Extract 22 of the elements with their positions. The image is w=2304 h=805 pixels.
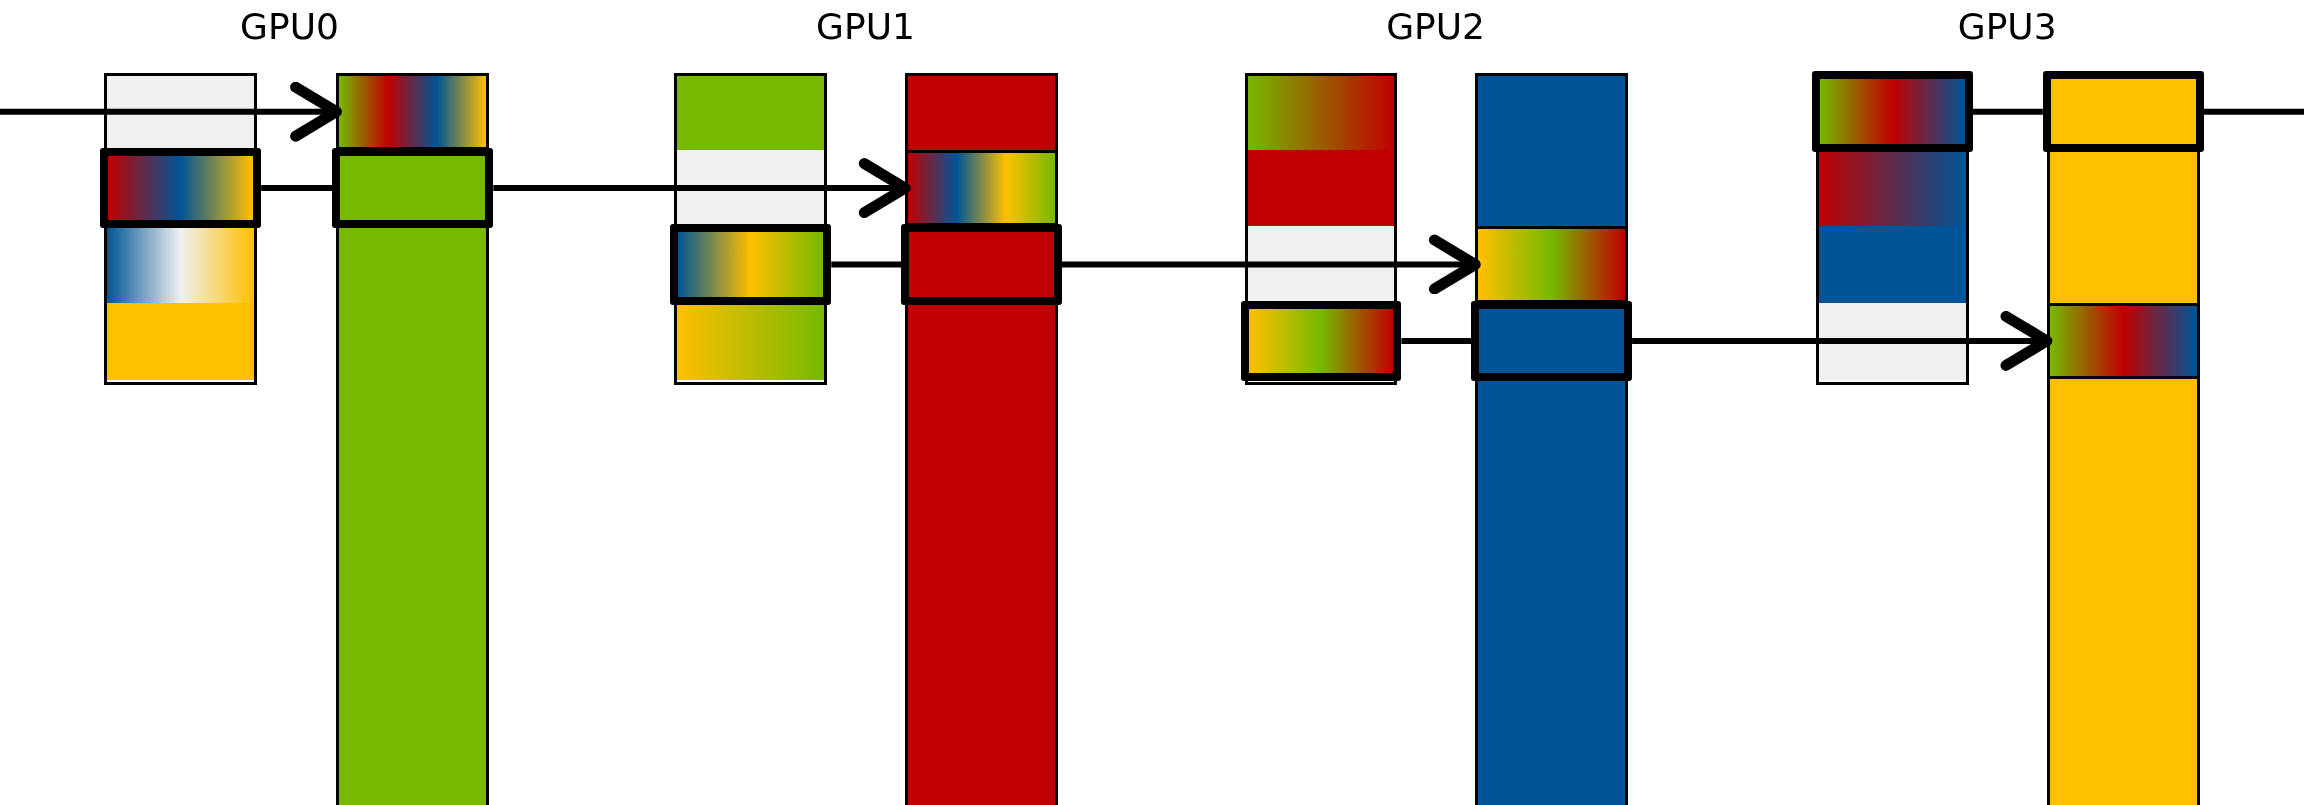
gpu-label: GPU2 <box>1386 6 1485 47</box>
connector-line <box>1401 337 1472 344</box>
highlighted-chunk <box>100 147 262 229</box>
gpu-label: GPU3 <box>1957 6 2057 47</box>
highlighted-chunk <box>1240 300 1402 382</box>
highlighted-chunk <box>1471 300 1633 382</box>
connector-line <box>261 185 333 192</box>
connector-line <box>2203 108 2304 115</box>
connector-line <box>831 261 902 268</box>
highlighted-chunk <box>1812 71 1973 152</box>
arrow <box>493 158 911 219</box>
highlighted-chunk <box>670 224 832 305</box>
received-chunk <box>905 149 1058 227</box>
highlighted-chunk <box>2042 71 2204 152</box>
gpu-label: GPU1 <box>816 6 915 47</box>
arrow <box>1632 310 2053 371</box>
arrow <box>1061 234 1481 295</box>
highlighted-chunk <box>332 147 494 229</box>
gpu-label: GPU0 <box>240 6 339 47</box>
highlighted-chunk <box>901 224 1062 305</box>
connector-line <box>1973 108 2043 115</box>
arrow <box>0 81 342 142</box>
